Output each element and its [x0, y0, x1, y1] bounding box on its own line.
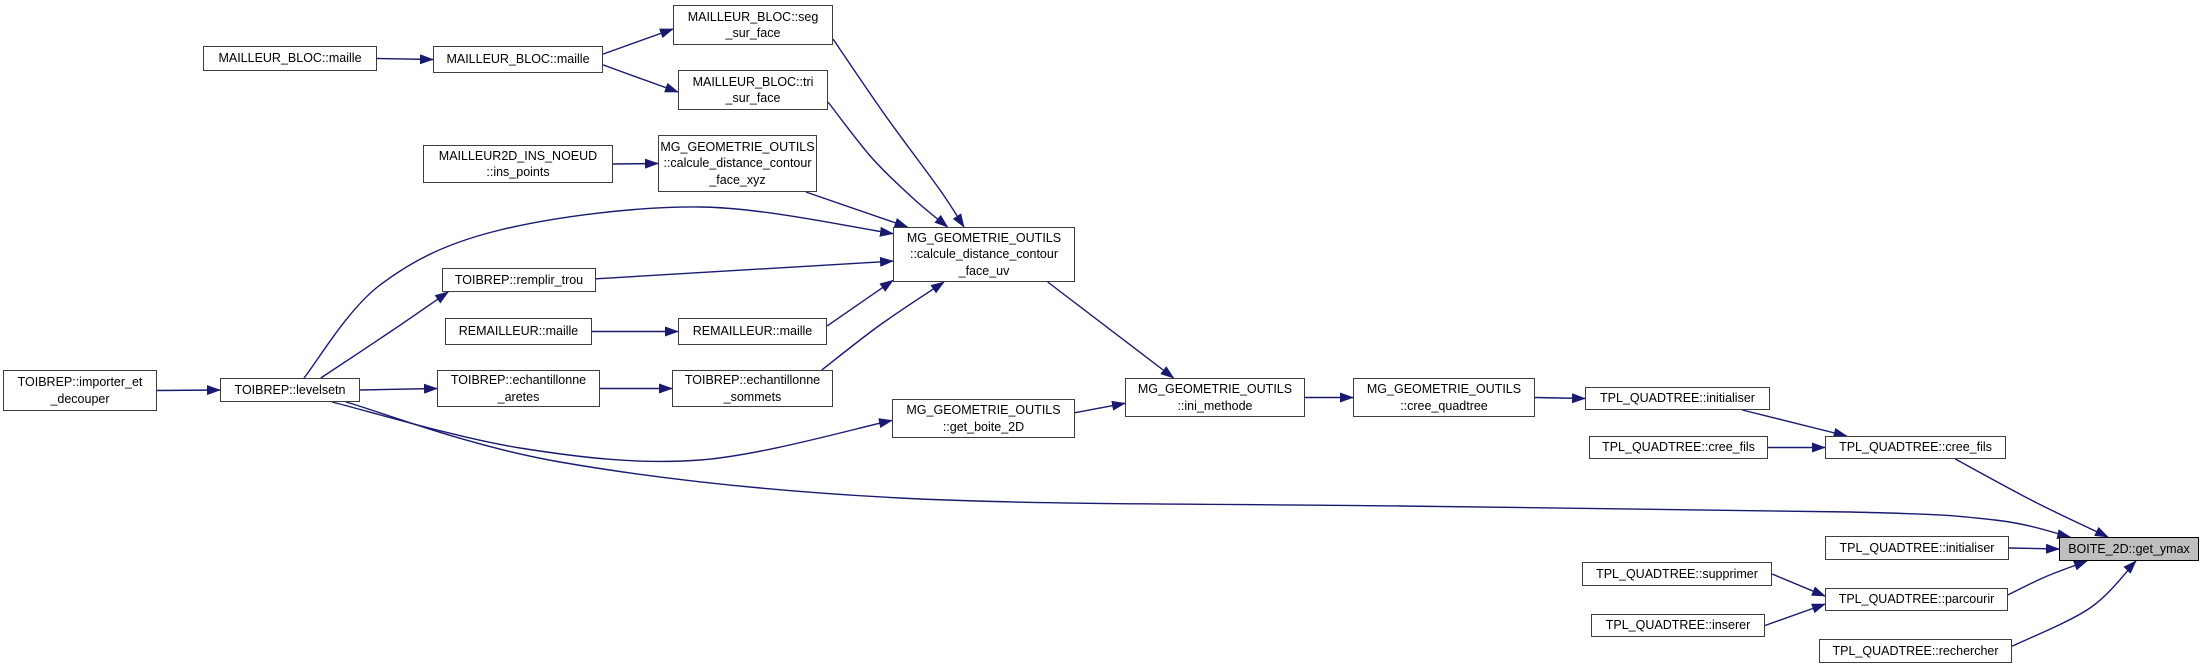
edge-importer-to-levelsetn: [156, 385, 221, 396]
node-mb-maille1[interactable]: MAILLEUR_BLOC::maille: [203, 46, 377, 71]
edge-face-uv-to-ini-methode: [1047, 281, 1175, 379]
edge-tpl-init-top-to-cree-fils-r: [1742, 409, 1848, 438]
edge-levelsetn-to-face-uv: [303, 206, 894, 379]
node-face-uv[interactable]: MG_GEOMETRIE_OUTILS ::calcule_distance_c…: [893, 227, 1075, 282]
node-remplir-trou[interactable]: TOIBREP::remplir_trou: [442, 268, 596, 292]
node-tpl-init-top[interactable]: TPL_QUADTREE::initialiser: [1585, 387, 1770, 410]
edge-rechercher-to-get-ymax: [2011, 560, 2137, 647]
edge-rem-maille2-to-face-uv: [826, 279, 894, 327]
edge-remplir-trou-to-face-uv: [595, 256, 894, 280]
edge-mb-maille2-to-seg-sur-face: [602, 28, 674, 55]
edge-cree-quadtree-to-tpl-init-top: [1534, 393, 1586, 404]
node-inserer[interactable]: TPL_QUADTREE::inserer: [1591, 614, 1765, 637]
edge-face-xyz-to-face-uv: [805, 191, 909, 228]
node-cree-fils-r[interactable]: TPL_QUADTREE::cree_fils: [1825, 436, 2006, 459]
node-parcourir[interactable]: TPL_QUADTREE::parcourir: [1825, 588, 2008, 611]
node-ech-sommets[interactable]: TOIBREP::echantillonne _sommets: [672, 370, 833, 407]
edge-supprimer-to-parcourir: [1771, 573, 1826, 597]
edge-tri-sur-face-to-face-uv: [827, 101, 949, 228]
node-importer[interactable]: TOIBREP::importer_et _decouper: [3, 370, 157, 411]
node-rechercher[interactable]: TPL_QUADTREE::rechercher: [1819, 639, 2012, 663]
node-rem-maille2[interactable]: REMAILLEUR::maille: [678, 318, 827, 345]
edge-seg-sur-face-to-face-uv: [832, 38, 965, 228]
edge-mb-maille1-to-mb-maille2: [376, 54, 434, 65]
node-ini-methode[interactable]: MG_GEOMETRIE_OUTILS ::ini_methode: [1125, 378, 1305, 417]
edge-ins-points-to-face-xyz: [612, 158, 659, 169]
edge-levelsetn-to-get-ymax: [345, 401, 2072, 540]
edge-mb-maille2-to-tri-sur-face: [602, 64, 679, 93]
node-tpl-init-bot[interactable]: TPL_QUADTREE::initialiser: [1825, 536, 2009, 560]
edge-tpl-init-bot-to-get-ymax: [2008, 543, 2060, 554]
edge-levelsetn-to-ech-aretes: [359, 383, 438, 394]
node-mb-maille2[interactable]: MAILLEUR_BLOC::maille: [433, 46, 603, 73]
node-levelsetn[interactable]: TOIBREP::levelsetn: [220, 378, 360, 402]
edge-levelsetn-to-remplir-trou: [320, 291, 449, 379]
edge-inserer-to-parcourir: [1764, 603, 1826, 627]
node-face-xyz[interactable]: MG_GEOMETRIE_OUTILS ::calcule_distance_c…: [658, 135, 817, 192]
node-get-boite-2d[interactable]: MG_GEOMETRIE_OUTILS ::get_boite_2D: [892, 399, 1075, 438]
edge-parcourir-to-get-ymax: [2007, 560, 2088, 596]
edge-get-boite-2d-to-ini-methode: [1074, 400, 1126, 414]
node-tri-sur-face[interactable]: MAILLEUR_BLOC::tri _sur_face: [678, 70, 828, 110]
node-rem-maille1[interactable]: REMAILLEUR::maille: [445, 318, 592, 345]
node-cree-quadtree[interactable]: MG_GEOMETRIE_OUTILS ::cree_quadtree: [1353, 378, 1535, 417]
node-ins-points[interactable]: MAILLEUR2D_INS_NOEUD ::ins_points: [423, 145, 613, 183]
node-cree-fils-l[interactable]: TPL_QUADTREE::cree_fils: [1589, 436, 1768, 459]
node-ech-aretes[interactable]: TOIBREP::echantillonne _aretes: [437, 370, 600, 407]
edge-cree-fils-r-to-get-ymax: [1954, 458, 2109, 538]
edge-levelsetn-to-get-boite-2d: [331, 401, 893, 463]
node-get-ymax[interactable]: BOITE_2D::get_ymax: [2059, 537, 2199, 561]
edge-ech-sommets-to-face-uv: [821, 281, 945, 371]
node-seg-sur-face[interactable]: MAILLEUR_BLOC::seg _sur_face: [673, 5, 833, 45]
node-supprimer[interactable]: TPL_QUADTREE::supprimer: [1582, 562, 1772, 586]
